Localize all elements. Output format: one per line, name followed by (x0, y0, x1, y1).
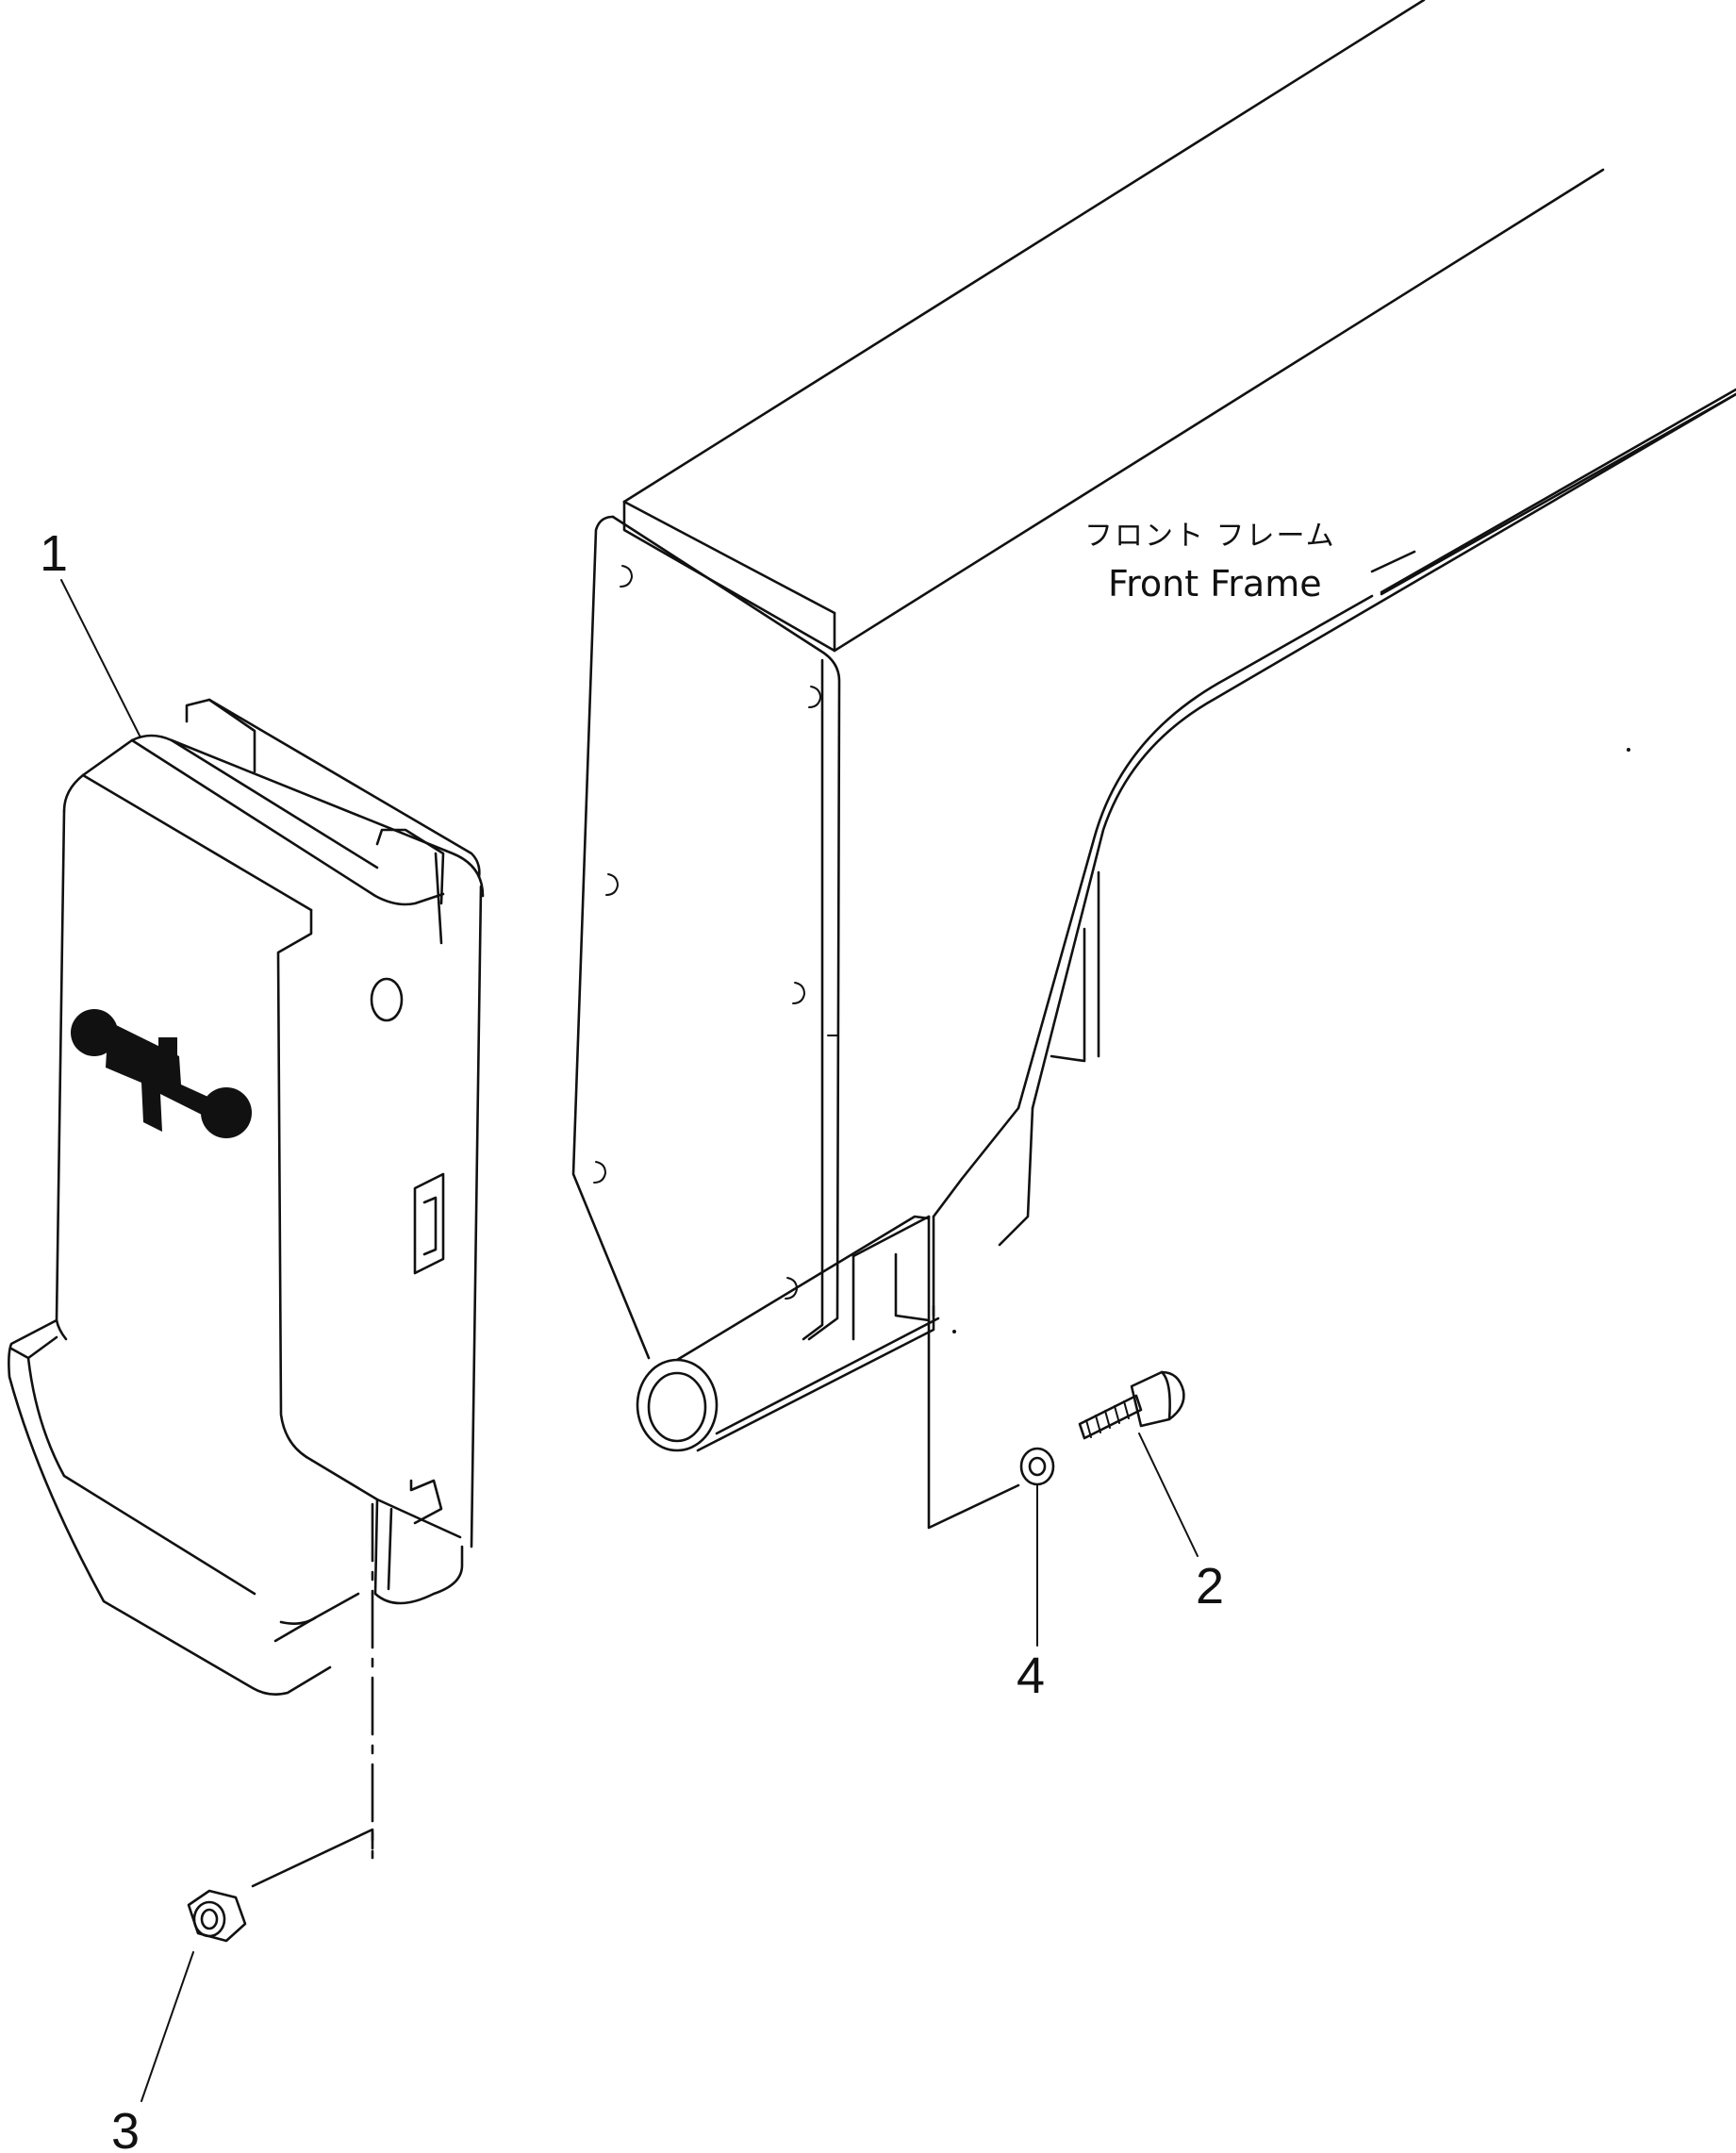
bolt-part-2 (1078, 1370, 1185, 1440)
leader-line-3 (141, 1951, 194, 2102)
leader-line-1 (60, 579, 141, 737)
frame-label-english: Front Frame (1108, 563, 1322, 604)
callout-4: 4 (1017, 1648, 1045, 1704)
brand-logo (71, 1009, 252, 1138)
callout-2: 2 (1196, 1558, 1224, 1615)
scan-speck (952, 1330, 956, 1333)
counterweight-part-1 (8, 698, 485, 1888)
leader-line-2 (1138, 1433, 1199, 1557)
callout-1: 1 (40, 525, 68, 582)
front-frame: フロント フレーム Front Frame (571, 0, 1736, 1530)
callout-3: 3 (111, 2103, 140, 2153)
scan-speck (1627, 748, 1630, 752)
frame-label-japanese: フロント フレーム (1084, 520, 1336, 553)
nut-part-3 (187, 1889, 247, 1943)
washer-part-4 (1019, 1447, 1055, 1486)
